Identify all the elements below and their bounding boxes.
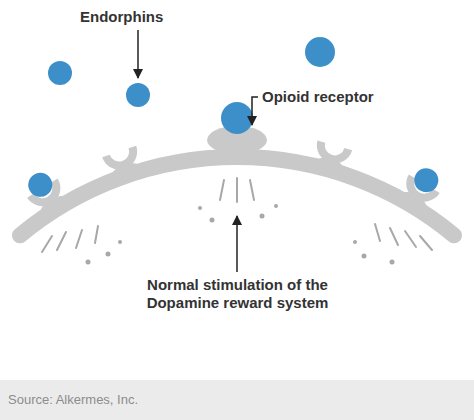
leader-arrow (236, 216, 238, 272)
endorphin (48, 61, 72, 85)
source-band: Source: Alkermes, Inc. (0, 380, 474, 420)
endorphin (126, 83, 150, 107)
source-caption: Source: Alkermes, Inc. (8, 380, 138, 420)
leader-arrow (252, 97, 258, 125)
leader-arrow (137, 30, 139, 78)
dopamine-dots (86, 204, 395, 265)
endorphin-molecules (24, 37, 443, 201)
opioid-receptor (102, 146, 144, 182)
opioid-receptor (311, 141, 353, 176)
part-label: Endorphins (80, 8, 163, 26)
endorphin (221, 102, 253, 134)
part-label: Opioid receptor (262, 88, 374, 106)
receptors (27, 126, 440, 220)
endorphin (24, 168, 57, 201)
endorphin (410, 164, 443, 197)
endorphin (305, 37, 335, 67)
annotation-text: Normal stimulation of the Dopamine rewar… (130, 276, 345, 312)
